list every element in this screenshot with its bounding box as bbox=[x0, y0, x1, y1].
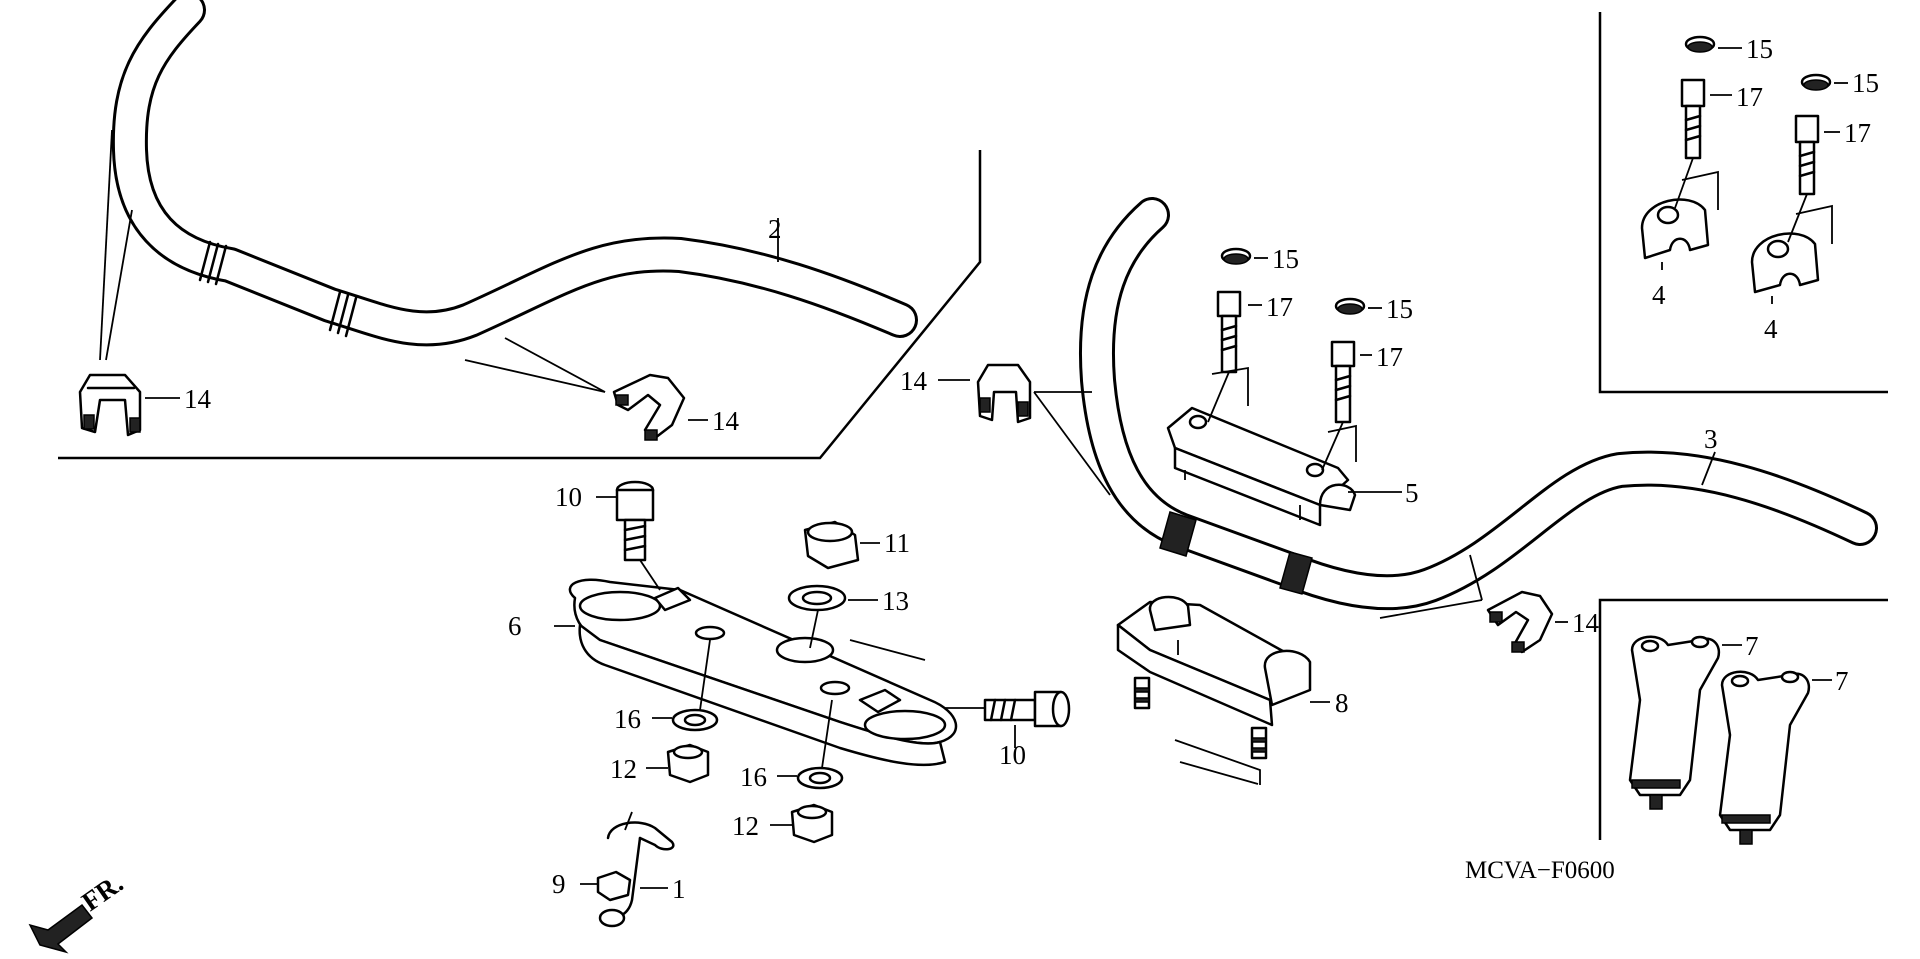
callout-5: 5 bbox=[1405, 478, 1419, 508]
frame-holder-inset bbox=[1598, 12, 1888, 394]
top-bridge-6 bbox=[554, 578, 958, 767]
callout-10b: 10 bbox=[999, 740, 1026, 770]
leader-lines-3 bbox=[938, 379, 1716, 623]
callout-7b: 7 bbox=[1835, 666, 1849, 696]
bolt-17-c bbox=[1674, 78, 1732, 209]
callout-13: 13 bbox=[882, 586, 909, 616]
bridge-guide-line bbox=[849, 639, 926, 661]
callout-15a: 15 bbox=[1746, 34, 1773, 64]
clip-14-left bbox=[78, 373, 142, 437]
callout-4a: 4 bbox=[1652, 280, 1666, 310]
callout-labels: 1 2 3 4 4 5 6 7 7 8 9 10 10 11 12 12 13 … bbox=[184, 34, 1879, 904]
callout-17d: 17 bbox=[1376, 342, 1403, 372]
cap-15-a bbox=[1220, 247, 1268, 265]
callout-12a: 12 bbox=[610, 754, 637, 784]
callout-17a: 17 bbox=[1736, 82, 1763, 112]
callout-3: 3 bbox=[1704, 424, 1718, 454]
callout-15c: 15 bbox=[1272, 244, 1299, 274]
callout-9: 9 bbox=[552, 869, 566, 899]
knurl-marks bbox=[198, 240, 358, 338]
lower-holder-8 bbox=[1116, 595, 1330, 785]
callout-15b: 15 bbox=[1852, 68, 1879, 98]
holder-4-a bbox=[1640, 198, 1710, 270]
clip-14-lower bbox=[1486, 590, 1554, 654]
callout-2: 2 bbox=[768, 214, 782, 244]
bolt-10-a bbox=[596, 480, 661, 591]
bolt-17-b bbox=[1321, 340, 1372, 471]
holder-4a-guide bbox=[1681, 170, 1719, 210]
upper-holder-5 bbox=[1166, 406, 1402, 527]
riser-7-a bbox=[1628, 635, 1742, 810]
callout-7a: 7 bbox=[1745, 631, 1759, 661]
clamp-1 bbox=[598, 811, 675, 928]
leader-lines-2 bbox=[99, 129, 779, 421]
cap-15-d bbox=[1800, 73, 1848, 91]
callout-17c: 17 bbox=[1266, 292, 1293, 322]
bolt-17-d bbox=[1787, 114, 1840, 243]
bolt-17-a bbox=[1207, 290, 1262, 423]
callout-6: 6 bbox=[508, 611, 522, 641]
holder-4b-guide bbox=[1795, 204, 1833, 244]
callout-10a: 10 bbox=[555, 482, 582, 512]
callout-14a: 14 bbox=[184, 384, 212, 414]
washer-13 bbox=[787, 584, 878, 649]
bolt-9 bbox=[580, 870, 632, 902]
panel-frames bbox=[58, 12, 1888, 840]
clip-14-mid bbox=[612, 373, 686, 441]
callout-14b: 14 bbox=[712, 406, 740, 436]
drawing-code: MCVA−F0600 bbox=[1465, 857, 1615, 884]
holder-5-guides bbox=[1184, 366, 1357, 520]
nut-12-a bbox=[646, 743, 710, 784]
handlebar-2 bbox=[111, 0, 918, 347]
callout-12b: 12 bbox=[732, 811, 759, 841]
clip-14-upper bbox=[976, 363, 1032, 424]
bolt-10-b bbox=[945, 690, 1071, 748]
callout-14d: 14 bbox=[1572, 608, 1600, 638]
callout-1: 1 bbox=[672, 874, 686, 904]
callout-15d: 15 bbox=[1386, 294, 1413, 324]
frame-handlebar-2 bbox=[58, 150, 982, 460]
riser-7-b bbox=[1718, 670, 1832, 845]
holder-4-b bbox=[1750, 232, 1820, 304]
nut-12-b bbox=[770, 803, 834, 844]
callout-16b: 16 bbox=[740, 762, 767, 792]
callout-17b: 17 bbox=[1844, 118, 1871, 148]
frame-riser-inset bbox=[1598, 598, 1888, 840]
cap-15-b bbox=[1334, 297, 1382, 315]
washer-16-b bbox=[777, 699, 844, 790]
handlebar-3 bbox=[1079, 197, 1878, 611]
callout-16a: 16 bbox=[614, 704, 641, 734]
callout-14c: 14 bbox=[900, 366, 928, 396]
nut-11 bbox=[803, 520, 880, 570]
washer-16-a bbox=[652, 639, 719, 732]
front-direction-marker: FR. bbox=[28, 868, 128, 954]
callout-8: 8 bbox=[1335, 688, 1349, 718]
callout-11: 11 bbox=[884, 528, 910, 558]
callout-4b: 4 bbox=[1764, 314, 1778, 344]
cap-15-c bbox=[1684, 35, 1742, 53]
grip-bands bbox=[1159, 511, 1313, 595]
